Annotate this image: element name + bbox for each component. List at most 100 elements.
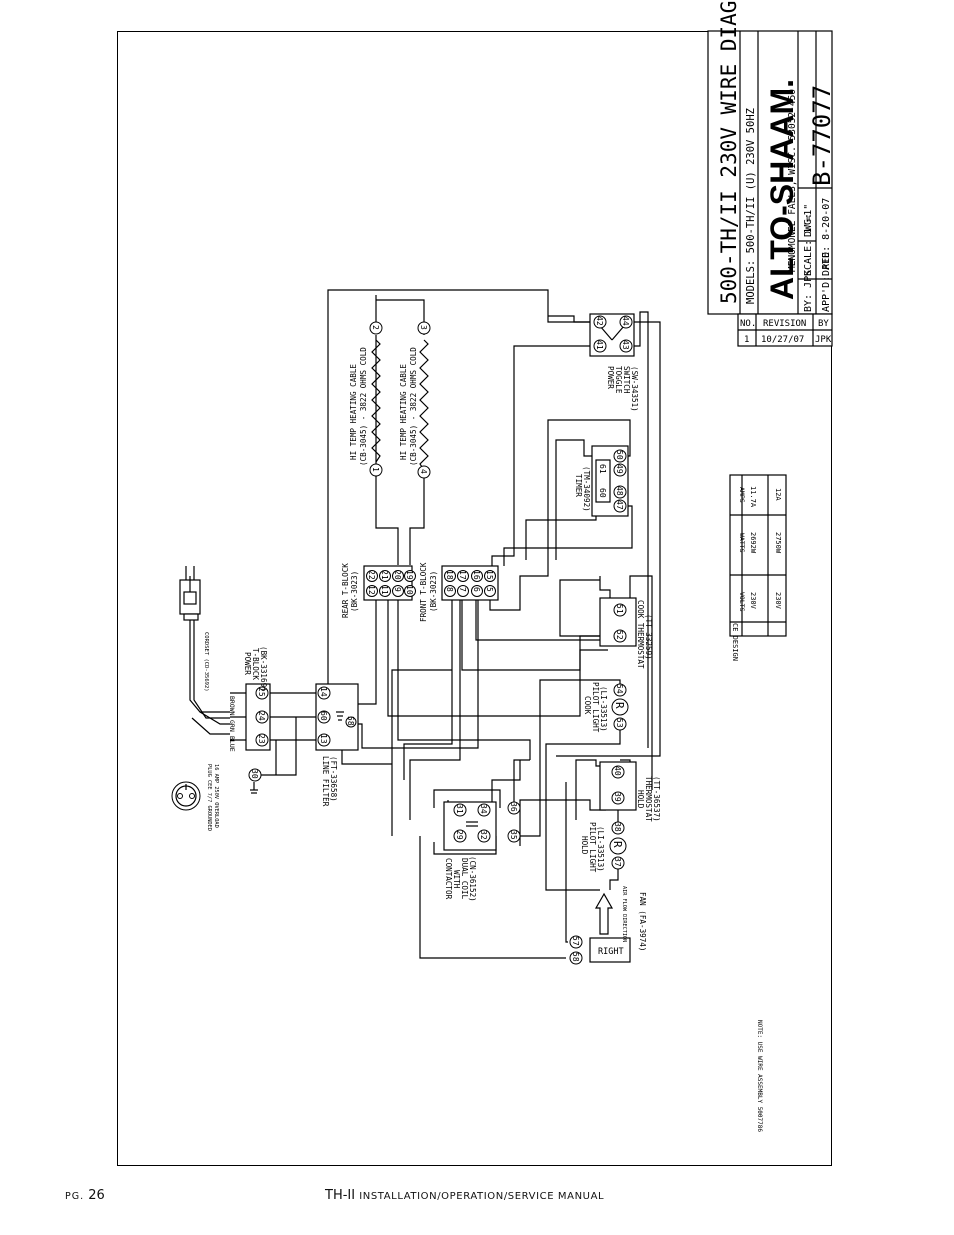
term-23: 23: [257, 734, 266, 744]
term-49: 49: [615, 464, 624, 474]
rev-header-revision: REVISION: [763, 319, 806, 329]
term-9: 9: [393, 587, 402, 592]
term-50: 50: [615, 450, 624, 460]
power-tblock-label-2: T-BLOCK: [251, 648, 260, 680]
contactor-label-2: WITH: [452, 870, 461, 889]
cook-thermostat: 51 52 COOK THERMOSTAT (TT-33259): [599, 597, 653, 669]
term-52: 52: [615, 630, 624, 640]
term-13: 13: [319, 734, 328, 744]
timer-term-61: 61: [598, 464, 607, 474]
wiring: [189, 289, 661, 959]
rear-tblock-label-2: (BK-3023): [350, 571, 359, 612]
cook-pilot-label-3: (LI-33513): [599, 686, 608, 732]
air-flow-label: AIR FLOW DIRECTION: [621, 886, 627, 942]
term-5: 5: [485, 587, 494, 592]
hold-pilot-label-1: HOLD: [580, 836, 589, 855]
power-toggle-switch: 42 44 41 43 POWER TOGGLE SWITCH (SW-3435…: [589, 313, 639, 412]
manual-title: TH-II INSTALLATION/OPERATION/SERVICE MAN…: [325, 1188, 605, 1203]
ratings-volts-1: 230V: [749, 592, 757, 610]
switch-label-3: SWITCH: [622, 366, 631, 394]
front-tblock: 18 8 17 7 16 6 15 5 FRONT T-BLOCK (BK-30…: [419, 562, 499, 622]
term-35: 35: [509, 830, 518, 840]
cook-pilot-light: 54 R 53 COOK PILOT LIGHT (LI-33513): [583, 682, 629, 733]
term-24: 24: [257, 711, 266, 721]
timer-term-60: 60: [598, 488, 607, 498]
front-cable-label-2: (CB-3045) - 3822 OHMS COLD: [409, 347, 418, 466]
term-53: 53: [615, 718, 624, 728]
term-41: 41: [595, 340, 604, 350]
ratings-watts-2: 2750W: [774, 532, 782, 554]
switch-label-2: TOGGLE: [614, 366, 623, 394]
term-18: 18: [445, 570, 454, 580]
page-number: PG. 26: [65, 1188, 105, 1203]
switch-label-4: (SW-34351): [630, 366, 639, 412]
term-31: 31: [455, 804, 464, 814]
term-32: 32: [479, 830, 488, 840]
term-44: 44: [621, 316, 630, 326]
front-tblock-label-2: (BK-3023): [429, 571, 438, 612]
dwg-field: DWG:: [803, 213, 814, 237]
term-58b: 58: [571, 952, 580, 962]
wire-color-brown: BROWN: [228, 696, 236, 716]
date-field: DATE: 8-20-07: [821, 198, 832, 276]
term-16: 16: [472, 570, 481, 580]
term-4: 4: [419, 469, 428, 474]
term-51: 51: [615, 604, 624, 614]
front-cable-label-1: HI TEMP HEATING CABLE: [399, 364, 408, 460]
rear-cable-label-2: (CB-3045) - 3822 OHMS COLD: [359, 347, 368, 466]
rev-cell-date: 10/27/07: [761, 335, 804, 345]
term-14: 14: [319, 687, 328, 697]
plug-note-1: PLUG CEE 7/7 GROUNDED: [206, 764, 212, 831]
cook-thermostat-label-1: COOK THERMOSTAT: [636, 600, 645, 669]
term-42: 42: [595, 316, 604, 326]
rev-cell-by: JPK: [815, 335, 832, 345]
term-15: 15: [485, 570, 494, 580]
term-40: 40: [613, 766, 622, 776]
scale-field: SCALE: 1"=1": [803, 204, 814, 276]
switch-label-1: POWER: [606, 366, 615, 389]
contactor: 31 34 29 32 36 35 CONTACTOR WITH DUAL CO…: [443, 801, 521, 902]
term-3: 3: [419, 325, 428, 330]
term-25: 25: [257, 687, 266, 697]
plug-note-2: 16 AMP 250V OVERLOAD: [213, 764, 219, 828]
term-22: 22: [367, 570, 376, 580]
rear-cable-label-1: HI TEMP HEATING CABLE: [349, 364, 358, 460]
rev-header-no: NO.: [740, 319, 756, 329]
drawing-number: B-77077: [808, 85, 836, 186]
timer: 50 49 47 48 61 60 TIMER (TM-34092): [574, 445, 629, 517]
ratings-header-amps: AMPS: [738, 487, 746, 503]
term-38: 38: [613, 822, 622, 832]
term-36: 36: [509, 802, 518, 812]
front-heating-element: [419, 339, 429, 471]
front-tblock-label-1: FRONT T-BLOCK: [419, 562, 428, 622]
ratings-header-design: CE DESIGN: [731, 623, 739, 661]
hold-pilot-light: 38 R 37 HOLD PILOT LIGHT (LI-33513): [580, 821, 627, 873]
ratings-amps-1: 11.7A: [749, 486, 757, 508]
diagram-title: 500-TH/II 230V WIRE DIAGRAM: [717, 0, 741, 304]
company-logo: ALTO-SHAAM.: [764, 79, 800, 300]
ratings-watts-1: 2692W: [749, 532, 757, 554]
timer-label-2: (TM-34092): [582, 466, 591, 512]
term-43: 43: [621, 340, 630, 350]
term-48: 48: [615, 486, 624, 496]
wire-color-grn: GRN: [228, 720, 236, 732]
power-tblock: 25 24 23 POWER T-BLOCK (BK-33169) 30 BRO…: [228, 646, 271, 794]
rear-tblock: 22 12 21 11 20 9 19 10 REAR T-BLOCK (BK-…: [341, 563, 416, 618]
term-21: 21: [380, 570, 389, 580]
cook-pilot-symbol: R: [613, 702, 626, 709]
term-8: 8: [445, 587, 454, 592]
term-7: 7: [458, 587, 467, 592]
hold-thermostat-label-2: THERMOSTAT: [644, 776, 653, 822]
wire-assembly-note: NOTE: USE WIRE ASSEMBLY 5007786: [756, 1020, 763, 1132]
company-address: MENOMONEE FALLS, WISC. 53052-450: [787, 89, 798, 272]
wire-color-blue: BLUE: [228, 736, 236, 752]
term-6: 6: [472, 587, 481, 592]
term-39: 39: [613, 792, 622, 802]
term-20: 20: [393, 570, 402, 580]
term-30: 30: [250, 769, 259, 779]
hold-pilot-symbol: R: [611, 841, 624, 848]
cordset-label: CORDSET (CD-35692): [203, 632, 209, 692]
by-field: BY: JPK: [803, 270, 814, 312]
power-tblock-label-3: (BK-33169): [259, 646, 268, 692]
